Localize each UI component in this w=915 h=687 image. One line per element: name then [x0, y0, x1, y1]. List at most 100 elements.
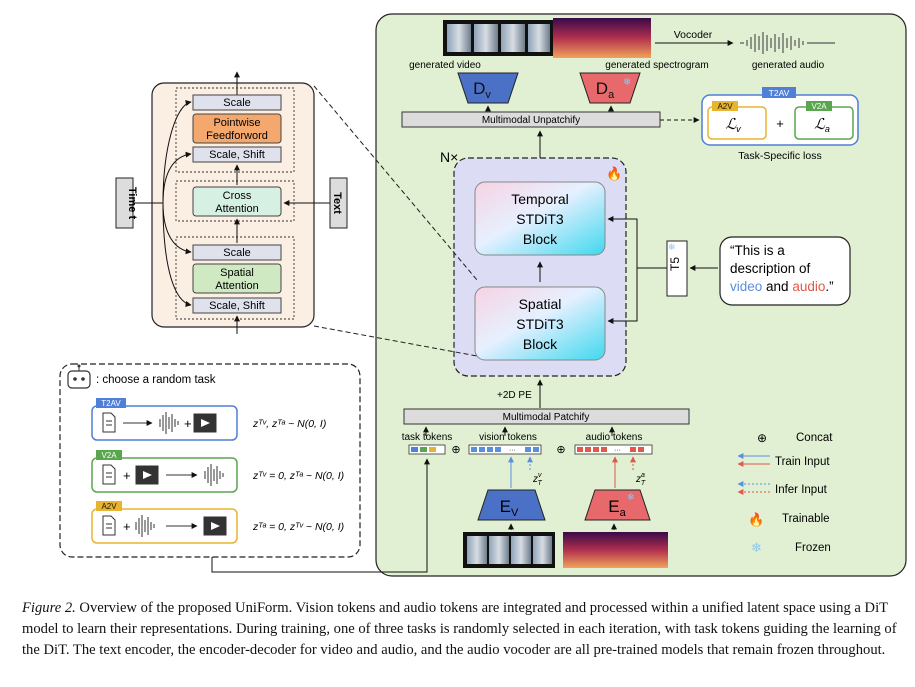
v2a-task-tag [96, 450, 122, 460]
figure-caption-text: Overview of the proposed UniForm. Vision… [22, 600, 897, 658]
svg-text:···: ··· [614, 447, 621, 454]
patchify-label: Multimodal Patchify [503, 412, 590, 423]
audio-encoder-label: Ea [608, 497, 626, 519]
task-tokens [408, 444, 446, 455]
multimodal-patchify [403, 408, 690, 425]
spatial-line2: Attention [215, 280, 258, 292]
prompt-line1: “This is a [730, 243, 785, 258]
frozen-icon: ❄ [623, 77, 631, 88]
trainable-icon: 🔥 [606, 166, 622, 181]
vision-tokens-label: vision tokens [479, 432, 537, 443]
audio-decoder-label: Da [596, 79, 615, 101]
generated-spectrogram-label: generated spectrogram [605, 60, 708, 71]
audio-tokens: ··· [574, 444, 653, 455]
temporal-block-line2: STDiT3 [516, 211, 564, 227]
temporal-block-line1: Temporal [511, 191, 569, 207]
v2a-plus: + [123, 468, 131, 483]
cross-attention-box [192, 186, 282, 217]
scale-top-box [192, 94, 282, 111]
t2av-flow-icons [102, 412, 217, 434]
video-encoder [477, 489, 546, 521]
legend-trainable-icon: 🔥 [748, 512, 764, 527]
a2v-equation: zᵀᵃ = 0, zᵀᵛ ~ N(0, I) [252, 521, 344, 533]
spatial-attention-box [192, 263, 282, 294]
v2a-loss-tag [806, 101, 832, 111]
prompt-line3: video and audio.” [730, 279, 834, 294]
generated-video-frames [443, 20, 553, 56]
legend-frozen: Frozen [795, 542, 831, 554]
robot-icon [67, 364, 91, 389]
scale-mid-label: Scale [223, 247, 251, 259]
figure-caption: Figure 2. Overview of the proposed UniFo… [22, 598, 898, 661]
t2av-task-tag [96, 398, 126, 408]
text-prompt-box [719, 236, 851, 306]
loss-v: ℒv [725, 116, 741, 134]
scale-mid-box [192, 244, 282, 261]
vision-tokens: ··· [468, 444, 542, 455]
t5-frozen-icon: ❄ [668, 242, 676, 252]
legend-train-input: Train Input [775, 456, 830, 468]
scale-shift-bottom-label: Scale, Shift [209, 300, 265, 312]
audio-encoder [584, 489, 651, 521]
cross-line2: Attention [215, 203, 258, 215]
t2av-loss-tag [762, 87, 796, 98]
audio-decoder [579, 72, 641, 104]
scale-top-label: Scale [223, 97, 251, 109]
a2v-task-tag-label: A2V [101, 502, 117, 511]
time-t-label: Time t [126, 187, 138, 220]
video-decoder [457, 72, 519, 104]
legend-frozen-icon: ❄ [751, 540, 762, 555]
t2av-task-tag-label: T2AV [101, 399, 121, 408]
t2av-equation: zᵀᵛ, zᵀᵃ ~ N(0, I) [252, 418, 326, 430]
prompt-line2: description of [730, 261, 811, 276]
t5-label: T5 [668, 257, 682, 271]
spatial-stdit3-block [474, 286, 606, 361]
input-spectrogram-image [563, 532, 668, 568]
input-video-frames [463, 532, 555, 568]
generated-audio-label: generated audio [752, 60, 825, 71]
a2v-loss-box [707, 106, 767, 140]
svg-text:···: ··· [509, 447, 516, 454]
generated-video-label: generated video [409, 60, 481, 71]
text-condition-label: Text [331, 192, 343, 214]
cross-line1: Cross [223, 190, 252, 202]
concat-symbol-1: ⊕ [451, 444, 460, 456]
spatial-block-line2: STDiT3 [516, 316, 564, 332]
unpatchify-label: Multimodal Unpatchify [482, 115, 580, 126]
architecture-figure: generated video generated spectrogram Vo… [59, 13, 907, 577]
video-decoder-label: Dv [473, 79, 491, 101]
v2a-equation: zᵀᵛ = 0, zᵀᵃ ~ N(0, I) [252, 470, 344, 482]
a2v-task-tag [96, 501, 122, 511]
loss-a: ℒa [814, 116, 830, 134]
legend: ⊕ Concat Train Input Infer Input 🔥 Train… [737, 431, 833, 555]
v2a-flow-icons [102, 464, 224, 486]
v2a-task-box [91, 457, 238, 493]
task-panel-header: : choose a random task [96, 374, 216, 386]
audio-encoder-frozen-icon: ❄ [627, 492, 635, 502]
task-tokens-label: task tokens [402, 432, 453, 443]
legend-trainable: Trainable [782, 513, 830, 525]
legend-concat-icon: ⊕ [757, 431, 767, 445]
a2v-flow-icons [102, 515, 227, 537]
temporal-stdit3-block [474, 181, 606, 256]
scale-shift-top-label: Scale, Shift [209, 149, 265, 161]
concat-symbol-2: ⊕ [556, 444, 565, 456]
legend-concat: Concat [796, 432, 833, 444]
video-encoder-label: EV [500, 497, 519, 519]
generated-audio-waveform [740, 32, 835, 54]
main-panel [375, 13, 907, 577]
scale-shift-bottom-box [192, 297, 282, 314]
spatial-line1: Spatial [220, 267, 254, 279]
audio-tokens-label: audio tokens [586, 432, 643, 443]
n-times-label: N× [440, 149, 458, 165]
figure-label: Figure 2. [22, 600, 76, 616]
scale-shift-top-box [192, 146, 282, 163]
v2a-task-tag-label: V2A [101, 451, 117, 460]
legend-infer-input: Infer Input [775, 484, 828, 496]
spatial-block-line3: Block [523, 336, 558, 352]
a2v-loss-tag-label: A2V [717, 102, 733, 111]
generated-spectrogram-image [553, 18, 651, 58]
a2v-plus: + [123, 519, 131, 534]
